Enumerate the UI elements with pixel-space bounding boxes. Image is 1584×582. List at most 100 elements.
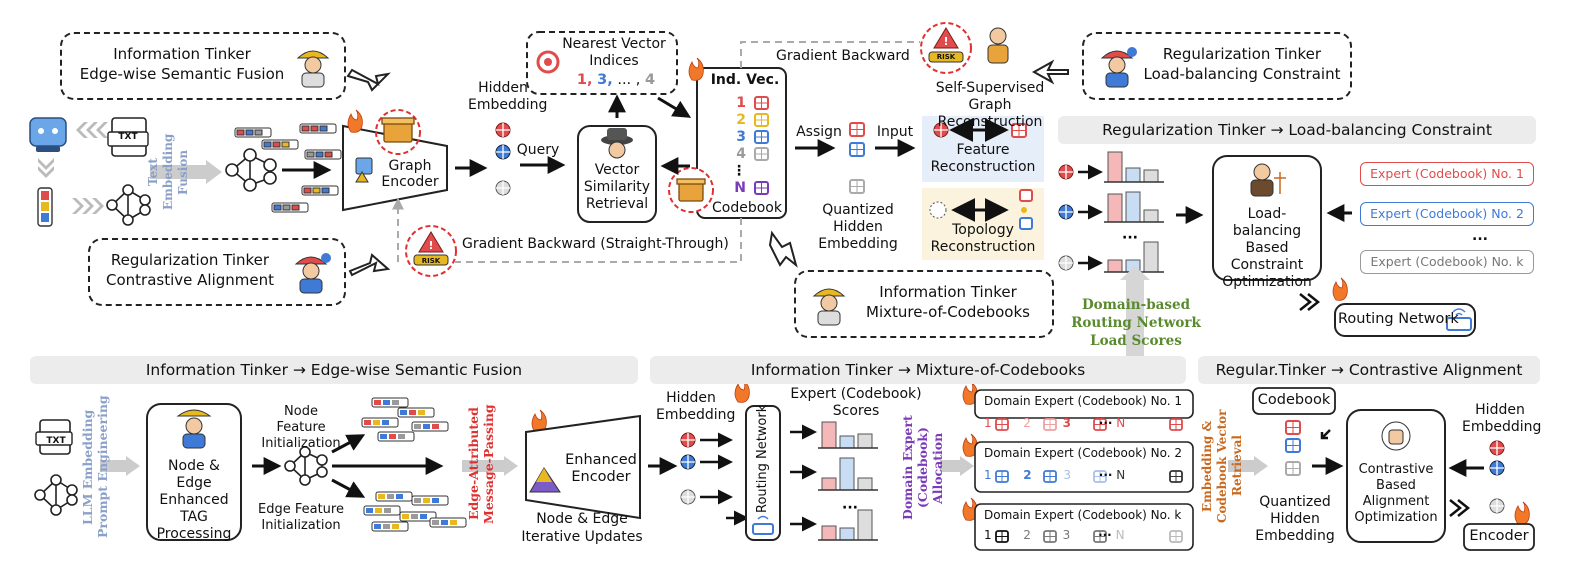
arrow-to-codebook-small xyxy=(1320,429,1331,440)
arrow-edge-init xyxy=(331,478,366,498)
engineer-icon xyxy=(176,409,212,449)
txt-label-top: TXT xyxy=(118,132,138,142)
input-label: Input xyxy=(876,124,914,140)
node-cell xyxy=(392,400,399,405)
load-group-k-bar xyxy=(1143,241,1159,273)
double-arrow-encoder xyxy=(1449,499,1471,517)
edge-init-label: Edge Feature Initialization xyxy=(258,502,344,533)
score-group-1-bar xyxy=(857,433,873,449)
node-cell xyxy=(373,420,380,425)
document-icon-top xyxy=(107,117,149,157)
codebook-small-box xyxy=(1252,387,1336,415)
bm-hidden-embedding-label: Hidden Embedding xyxy=(656,390,736,423)
feature-tokens-top xyxy=(234,123,342,213)
contrast-optimizer-box xyxy=(1346,409,1446,543)
nearest-indices-title: Nearest Vector Indices xyxy=(562,36,666,69)
codebook-row-1: 1 xyxy=(736,95,746,111)
reg-load-callout: Regularization Tinker Load-balancing Con… xyxy=(1082,32,1352,100)
node-cell xyxy=(409,410,416,415)
node-cell xyxy=(418,410,425,415)
score-group-2-bar xyxy=(839,457,855,491)
domain-1-title: Domain Expert (Codebook) No. 1 xyxy=(984,394,1183,408)
edge-cell xyxy=(396,494,403,499)
domain-expert-box-k xyxy=(974,503,1194,551)
message-passing-label: Edge-Attributed Message-Passing xyxy=(466,404,496,524)
edge-cell xyxy=(441,520,448,525)
load-score-bars: ··· xyxy=(1104,151,1164,273)
expert-k: Expert (Codebook) No. k xyxy=(1360,250,1534,274)
edge-cell xyxy=(423,498,430,503)
domain-cell-grid xyxy=(996,471,1008,482)
domain-cell-grid xyxy=(1094,419,1106,430)
domain-cell-grid xyxy=(1170,419,1182,430)
br-codebook-label: Codebook xyxy=(1257,392,1331,408)
domain-cell-grid xyxy=(1044,419,1056,430)
worker-wrench-icon xyxy=(294,253,331,294)
codebook-rows: 1 2 3 4 ⋮ N xyxy=(706,95,746,197)
codebook-row-ellipsis: ⋮ xyxy=(732,163,746,179)
routing-network-vertical-box xyxy=(745,405,781,541)
graph-icon-top xyxy=(106,184,151,226)
bm-arrow-alloc-head xyxy=(960,456,974,476)
reg-load-line2: Load-balancing Constraint xyxy=(1143,65,1341,83)
arrow-node-init xyxy=(331,434,366,454)
text-embedding-fusion-label: Text Embedding Fusion xyxy=(146,133,190,211)
nearest-index-4: 4 xyxy=(645,72,656,88)
load-group-2-bar xyxy=(1143,209,1159,223)
bm-hidden-icons xyxy=(680,432,749,526)
dk-item-1: 1 xyxy=(984,528,992,542)
nearest-index-1: 1, xyxy=(576,72,593,88)
gradient-straight-line xyxy=(455,218,742,263)
target-icon xyxy=(536,50,560,74)
bm-routing-label: Routing Network xyxy=(755,404,770,514)
domain-1-items: 1 2 3 ··· N xyxy=(984,416,1126,430)
load-ellipsis: ··· xyxy=(1122,230,1138,246)
gradient-straight-label: Gradient Backward (Straight-Through) xyxy=(462,236,729,252)
node-cell xyxy=(389,434,396,439)
edge-cell xyxy=(450,520,457,525)
bottom-right-banner: Regular.Tinker → Contrastive Alignment xyxy=(1198,356,1540,384)
risk-label-bottom: RISK xyxy=(421,257,441,265)
node-feature-tokens xyxy=(361,397,449,442)
topology-recon-label: Topology Reconstruction xyxy=(930,222,1036,255)
bl-arrow1-head xyxy=(126,456,140,476)
gradient-backward-label: Gradient Backward xyxy=(776,48,910,64)
score-group-1-bar xyxy=(839,435,855,449)
fusion-arrow-head xyxy=(206,160,222,184)
domain-k-title: Domain Expert (Codebook) No. k xyxy=(984,508,1182,522)
retrieval-label: Embedding & Codebook Vector Retrieval xyxy=(1200,409,1244,523)
risk-icon-top: ! xyxy=(920,22,972,74)
info-moc-line2: Mixture-of-Codebooks xyxy=(866,303,1030,321)
expert-2: Expert (Codebook) No. 2 xyxy=(1360,202,1534,226)
nearest-indices-values: 1, 3, ... , 4 xyxy=(566,72,666,89)
worker-icon-moc xyxy=(812,288,846,326)
edge-cell xyxy=(378,494,385,499)
info-moc-line1: Information Tinker xyxy=(879,283,1017,301)
br-hidden-embedding-label: Hidden Embedding xyxy=(1462,402,1542,435)
reg-load-line1: Regularization Tinker xyxy=(1162,45,1322,63)
gradient-backward-line xyxy=(740,41,920,68)
d1-item-2: 2 xyxy=(1023,416,1031,430)
flame-icons xyxy=(347,57,1530,525)
graph-icon-bottom-mid xyxy=(284,446,328,486)
domain-expert-box-2 xyxy=(974,441,1194,493)
score-group-k-bar xyxy=(857,509,873,541)
score-ellipsis: ··· xyxy=(842,500,858,516)
node-cell xyxy=(374,400,381,405)
bottom-mid-banner: Information Tinker → Mixture-of-Codebook… xyxy=(650,356,1186,384)
codebook-row-2: 2 xyxy=(736,112,746,128)
expert-ellipsis: ... xyxy=(1472,228,1488,244)
double-arrow xyxy=(1299,293,1321,311)
tag-processing-box xyxy=(146,403,242,541)
hollow-arrows xyxy=(346,59,1069,277)
routing-network-label: Routing Network xyxy=(1338,311,1459,327)
risk-icon-bottom: ! xyxy=(405,225,457,277)
detective-icon xyxy=(601,128,633,159)
load-optimizer-label: Load-balancing Based Constraint Optimiza… xyxy=(1222,206,1312,290)
node-cell xyxy=(398,434,405,439)
worker-icon xyxy=(296,50,330,88)
person-icon xyxy=(987,27,1009,64)
codebook-label: Codebook xyxy=(712,200,782,216)
load-group-k-bar xyxy=(1107,259,1123,273)
d2-item-3: 3 xyxy=(1063,468,1071,482)
